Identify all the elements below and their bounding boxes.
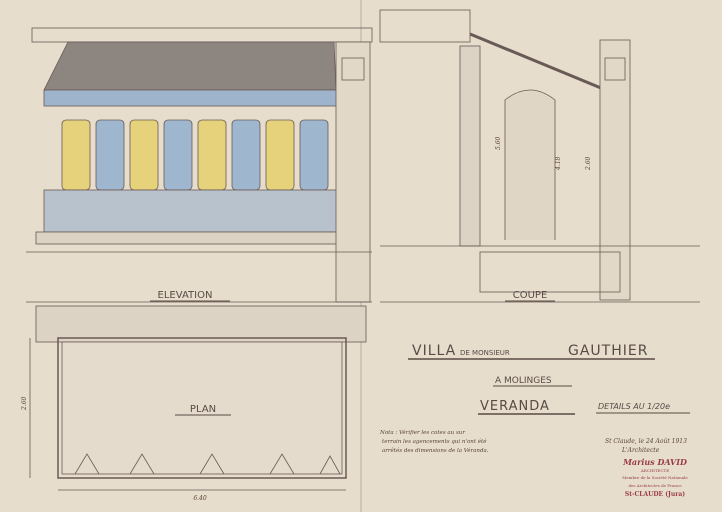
plan-label: PLAN xyxy=(190,404,216,415)
stained-glass-panel xyxy=(129,119,159,191)
stamp-title: ARCHITECTE xyxy=(640,468,669,473)
stamp-line-3: Membre de la Société Nationale xyxy=(622,475,688,480)
title-scale: DETAILS AU 1/20e xyxy=(598,402,670,411)
title-owner: GAUTHIER xyxy=(568,343,648,359)
note-line-1: Nota : Vérifier les cotes au sur xyxy=(379,429,465,436)
dimension-5-60: 5.60 xyxy=(495,136,502,150)
dimension-2-60: 2.60 xyxy=(585,156,592,171)
stamp-city: St-CLAUDE (Jura) xyxy=(625,491,685,498)
architect-stamp: Marius DAVID ARCHITECTE Membre de la Soc… xyxy=(622,457,688,498)
stamp-name: Marius DAVID xyxy=(622,457,687,467)
note: Nota : Vérifier les cotes au sur terrain… xyxy=(379,429,489,454)
dimension-plan-width: 6.40 xyxy=(193,495,207,502)
stained-glass-panel xyxy=(197,119,227,191)
dimension-4-18: 4.18 xyxy=(555,156,562,171)
dimension-plan-depth: 2.60 xyxy=(21,396,28,411)
title-subject: VERANDA xyxy=(480,399,550,414)
section-view xyxy=(379,9,700,303)
stained-glass-panel xyxy=(95,119,125,191)
title-de-monsieur: DE MONSIEUR xyxy=(460,349,510,357)
signature-role: L'Architecte xyxy=(621,447,660,454)
title-location: A MOLINGES xyxy=(495,376,552,386)
note-line-3: arrêtés des dimensions de la Véranda. xyxy=(382,447,489,454)
plan-view xyxy=(29,305,367,491)
note-line-2: terrain les agencements qui n'ont été xyxy=(382,438,487,445)
title-villa: VILLA xyxy=(412,343,456,359)
stained-glass-panel xyxy=(265,119,295,191)
title-block: VILLA DE MONSIEUR GAUTHIER A MOLINGES VE… xyxy=(408,343,690,415)
elevation-label: ELEVATION xyxy=(158,290,213,301)
section-label: COUPE xyxy=(513,290,548,301)
signature-place-date: St Claude, le 24 Août 1913 xyxy=(605,438,687,445)
stained-glass-panel xyxy=(163,119,193,191)
elevation-view xyxy=(26,27,373,303)
stained-glass-panel xyxy=(299,119,329,191)
stained-glass-panel xyxy=(61,119,91,191)
stained-glass-panel xyxy=(231,119,261,191)
stamp-line-4: des Architectes de France xyxy=(628,483,682,488)
